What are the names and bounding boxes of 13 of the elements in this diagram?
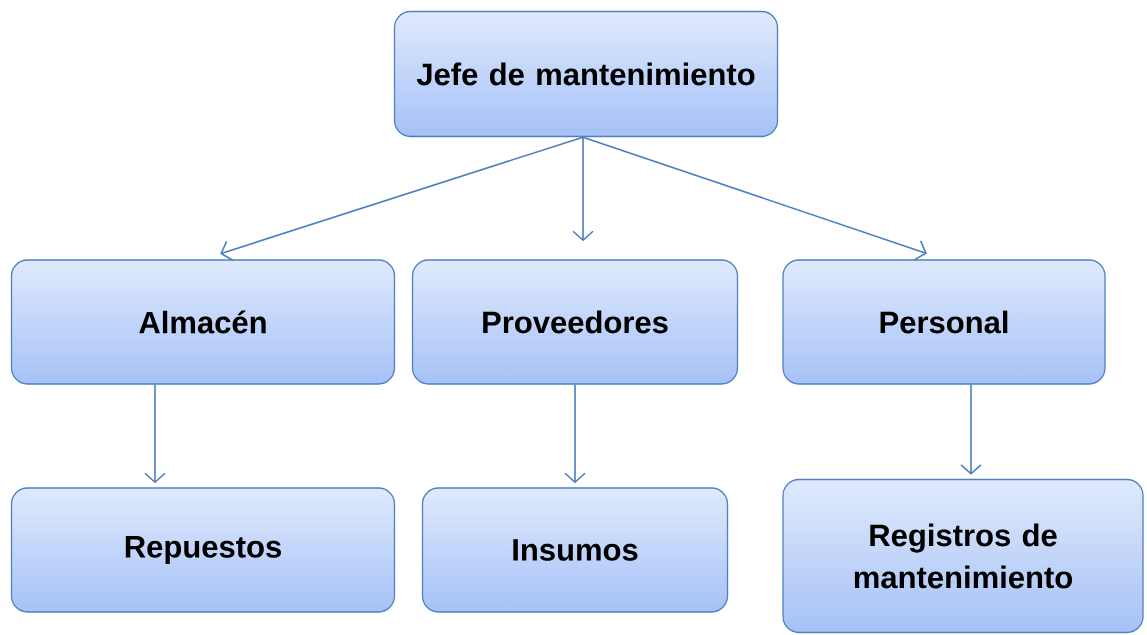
org-box: Personal	[782, 259, 1106, 385]
org-box: Almacén	[10, 259, 396, 385]
org-box: Registros de mantenimiento	[782, 478, 1144, 634]
arrow	[960, 383, 982, 475]
org-box: Repuestos	[10, 487, 396, 613]
arrow	[220, 136, 584, 262]
arrow	[582, 136, 927, 261]
arrow	[572, 136, 594, 242]
arrow	[144, 383, 166, 484]
org-box: Insumos	[421, 487, 729, 613]
org-box: Jefe de mantenimiento	[393, 10, 779, 138]
arrow	[564, 383, 586, 484]
org-box: Proveedores	[411, 259, 739, 385]
